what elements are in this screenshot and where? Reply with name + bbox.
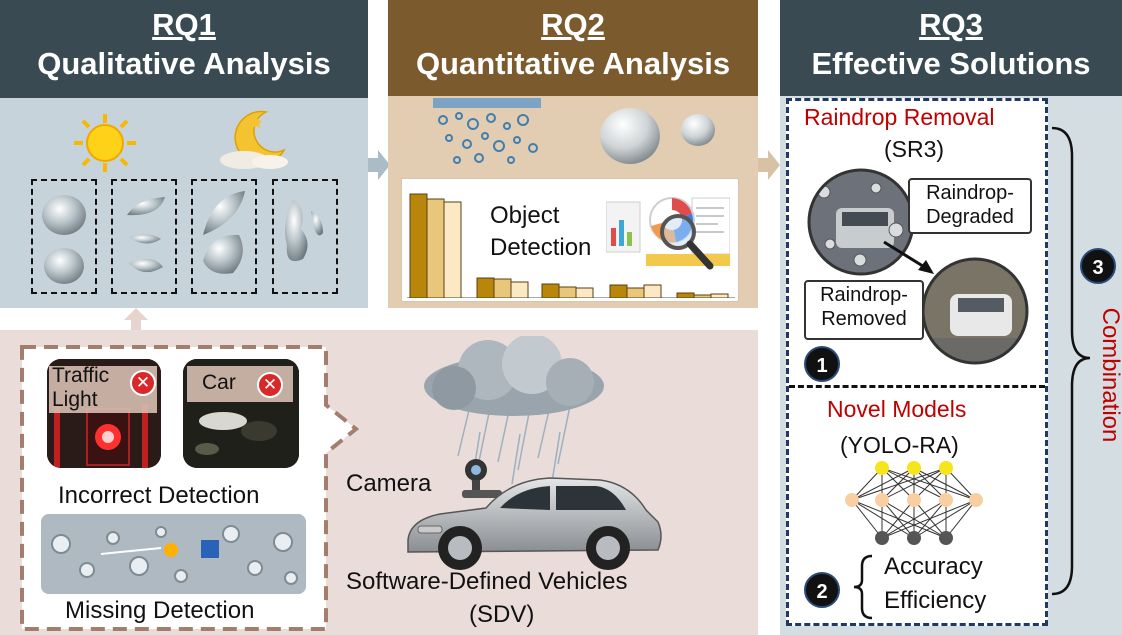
rq2-title: Quantitative Analysis <box>415 46 731 81</box>
step-1-badge: 1 <box>804 346 840 382</box>
raindrop-removed-label: Raindrop-Removed <box>820 284 908 330</box>
combination-label: Combination <box>1097 307 1122 443</box>
camera-icon <box>462 459 502 498</box>
rq1-header: RQ1 Qualitative Analysis <box>0 0 368 98</box>
rain-texture-icon <box>433 98 541 164</box>
missing-detection-image <box>41 514 306 594</box>
raindrop-degraded-tag: Raindrop-Degraded <box>908 178 1032 234</box>
car-label: Car <box>202 371 236 394</box>
error-x-icon: ✕ <box>130 370 156 396</box>
goals-brace <box>853 554 873 620</box>
step-2-badge: 2 <box>804 572 840 608</box>
rain-cloud-icon <box>424 336 604 485</box>
sdv-abbreviation: (SDV) <box>469 601 535 628</box>
raindrop-sample-2 <box>111 179 177 294</box>
object-detection-caption: Object Detection <box>490 200 615 264</box>
rq2-number: RQ2 <box>541 7 605 42</box>
sr3-label: (SR3) <box>884 136 945 162</box>
raindrop-sample-4 <box>272 179 338 294</box>
novel-models-title: Novel Models <box>827 396 967 422</box>
camera-label: Camera <box>346 470 432 497</box>
goal-efficiency: Efficiency <box>884 587 987 614</box>
raindrop-degraded-label: Raindrop-Degraded <box>926 182 1014 228</box>
raindrop-shapes <box>42 191 323 284</box>
raindrop-removed-tag: Raindrop-Removed <box>804 280 924 340</box>
step-3-badge: 3 <box>1080 248 1116 284</box>
rq1-title: Qualitative Analysis <box>37 46 331 81</box>
rq3-header: RQ3 Effective Solutions <box>780 0 1122 96</box>
raindrop-sample-1 <box>31 179 97 294</box>
arrow-scenario-rq1 <box>124 308 148 332</box>
arrow-rq2-rq3 <box>758 150 780 180</box>
arrow-rq1-rq2 <box>368 150 390 180</box>
accuracy-bar-chart <box>407 193 735 298</box>
moon-icon <box>220 110 288 169</box>
raindrop-sample-3 <box>191 179 257 294</box>
rq3-title: Effective Solutions <box>811 46 1091 81</box>
sun-icon <box>74 114 136 172</box>
traffic-light-label: Traffic Light <box>52 364 110 411</box>
raindrop-degraded-image <box>807 168 915 276</box>
error-x-icon: ✕ <box>257 372 283 398</box>
raindrop-removed-image <box>921 257 1029 365</box>
combination-brace <box>1051 126 1091 596</box>
rq3-number: RQ3 <box>919 7 983 42</box>
goal-accuracy: Accuracy <box>884 553 983 580</box>
sdv-title: Software-Defined Vehicles <box>346 568 628 595</box>
rq1-number: RQ1 <box>152 7 216 42</box>
solutions-divider <box>789 385 1045 388</box>
yolo-ra-label: (YOLO-RA) <box>840 432 959 458</box>
neural-network-icon <box>845 461 983 545</box>
analytics-magnifier-icon <box>606 197 730 270</box>
degraded-to-removed-arrow <box>883 240 934 274</box>
sdv-car-icon <box>407 477 662 570</box>
water-drop-icon <box>600 108 715 164</box>
missing-detection-label: Missing Detection <box>65 597 255 624</box>
incorrect-detection-label: Incorrect Detection <box>58 482 260 509</box>
rq2-header: RQ2 Quantitative Analysis <box>388 0 758 96</box>
raindrop-removal-title: Raindrop Removal <box>804 104 995 130</box>
